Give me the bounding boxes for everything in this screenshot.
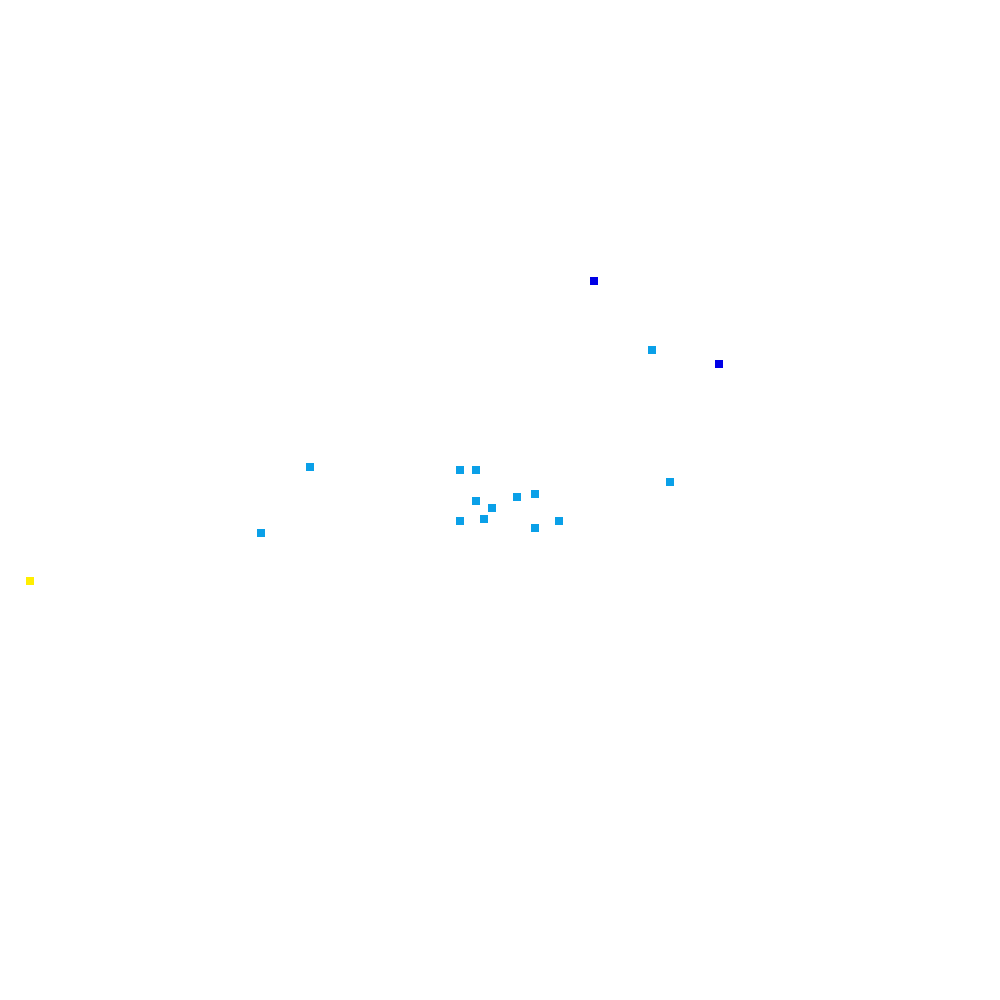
map-point-0-10	[480, 515, 488, 523]
map-point-0-1	[306, 463, 314, 471]
map-point-2-0	[26, 577, 34, 585]
map-point-0-8	[488, 504, 496, 512]
map-point-0-5	[472, 497, 480, 505]
map-point-1-1	[715, 360, 723, 368]
map-point-0-9	[456, 517, 464, 525]
map-marks	[26, 277, 723, 585]
map-point-0-2	[257, 529, 265, 537]
map-point-0-12	[555, 517, 563, 525]
map-point-0-3	[456, 466, 464, 474]
map-point-0-13	[666, 478, 674, 486]
map-point-0-0	[648, 346, 656, 354]
map-point-0-11	[531, 524, 539, 532]
map-point-1-0	[590, 277, 598, 285]
map-point-0-7	[531, 490, 539, 498]
map-point-0-4	[472, 466, 480, 474]
map-point-0-6	[513, 493, 521, 501]
